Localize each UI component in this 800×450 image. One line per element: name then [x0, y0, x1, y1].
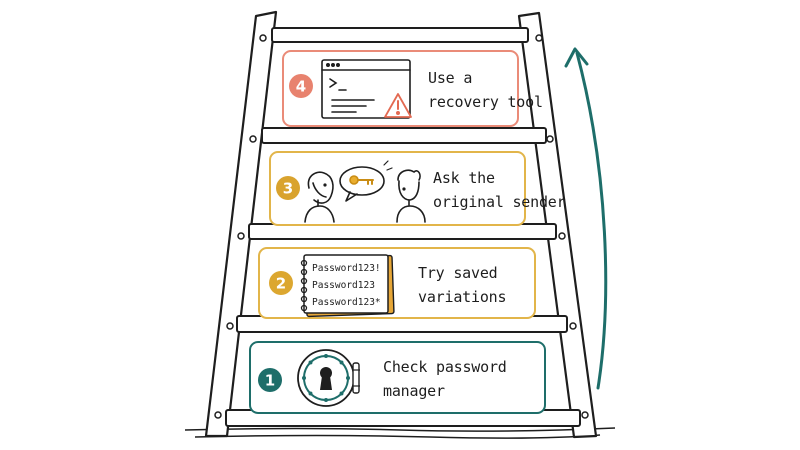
step-board-3 — [269, 151, 526, 226]
step-number-badge-4: 4 — [289, 74, 313, 98]
step-label-1: Check password manager — [383, 355, 507, 403]
step-number-2: 2 — [276, 275, 286, 293]
notebook-line-1: Password123! — [312, 263, 381, 274]
notebook-line-2: Password123 — [312, 280, 375, 291]
step-number-badge-2: 2 — [269, 271, 293, 295]
step-label-2-line2: variations — [418, 288, 507, 306]
notebook-line-3: Password123* — [312, 297, 381, 308]
people-key-icon — [304, 160, 426, 223]
step-number-3: 3 — [283, 180, 293, 198]
step-number-badge-3: 3 — [276, 176, 300, 200]
step-label-4-line2: recovery tool — [428, 93, 543, 111]
step-label-3-line2: original sender — [433, 193, 566, 211]
step-label-2: Try saved variations — [418, 261, 507, 309]
ladder-left-rail — [204, 10, 278, 438]
terminal-warning-icon — [321, 59, 412, 119]
step-label-3-line1: Ask the — [433, 169, 495, 187]
step-label-4-line1: Use a — [428, 69, 473, 87]
floor-line — [184, 427, 616, 439]
safe-icon — [297, 349, 360, 407]
step-label-1-line2: manager — [383, 382, 445, 400]
step-number-4: 4 — [296, 78, 306, 96]
step-number-1: 1 — [265, 372, 275, 390]
step-label-3: Ask the original sender — [433, 166, 566, 214]
step-label-1-line1: Check password — [383, 358, 507, 376]
ladder-right-rail — [517, 11, 598, 439]
step-number-badge-1: 1 — [258, 368, 282, 392]
step-label-4: Use a recovery tool — [428, 66, 543, 114]
notebook-icon: Password123! Password123 Password123* — [300, 254, 395, 318]
step-label-2-line1: Try saved — [418, 264, 498, 282]
progress-arrow-icon — [564, 47, 608, 390]
